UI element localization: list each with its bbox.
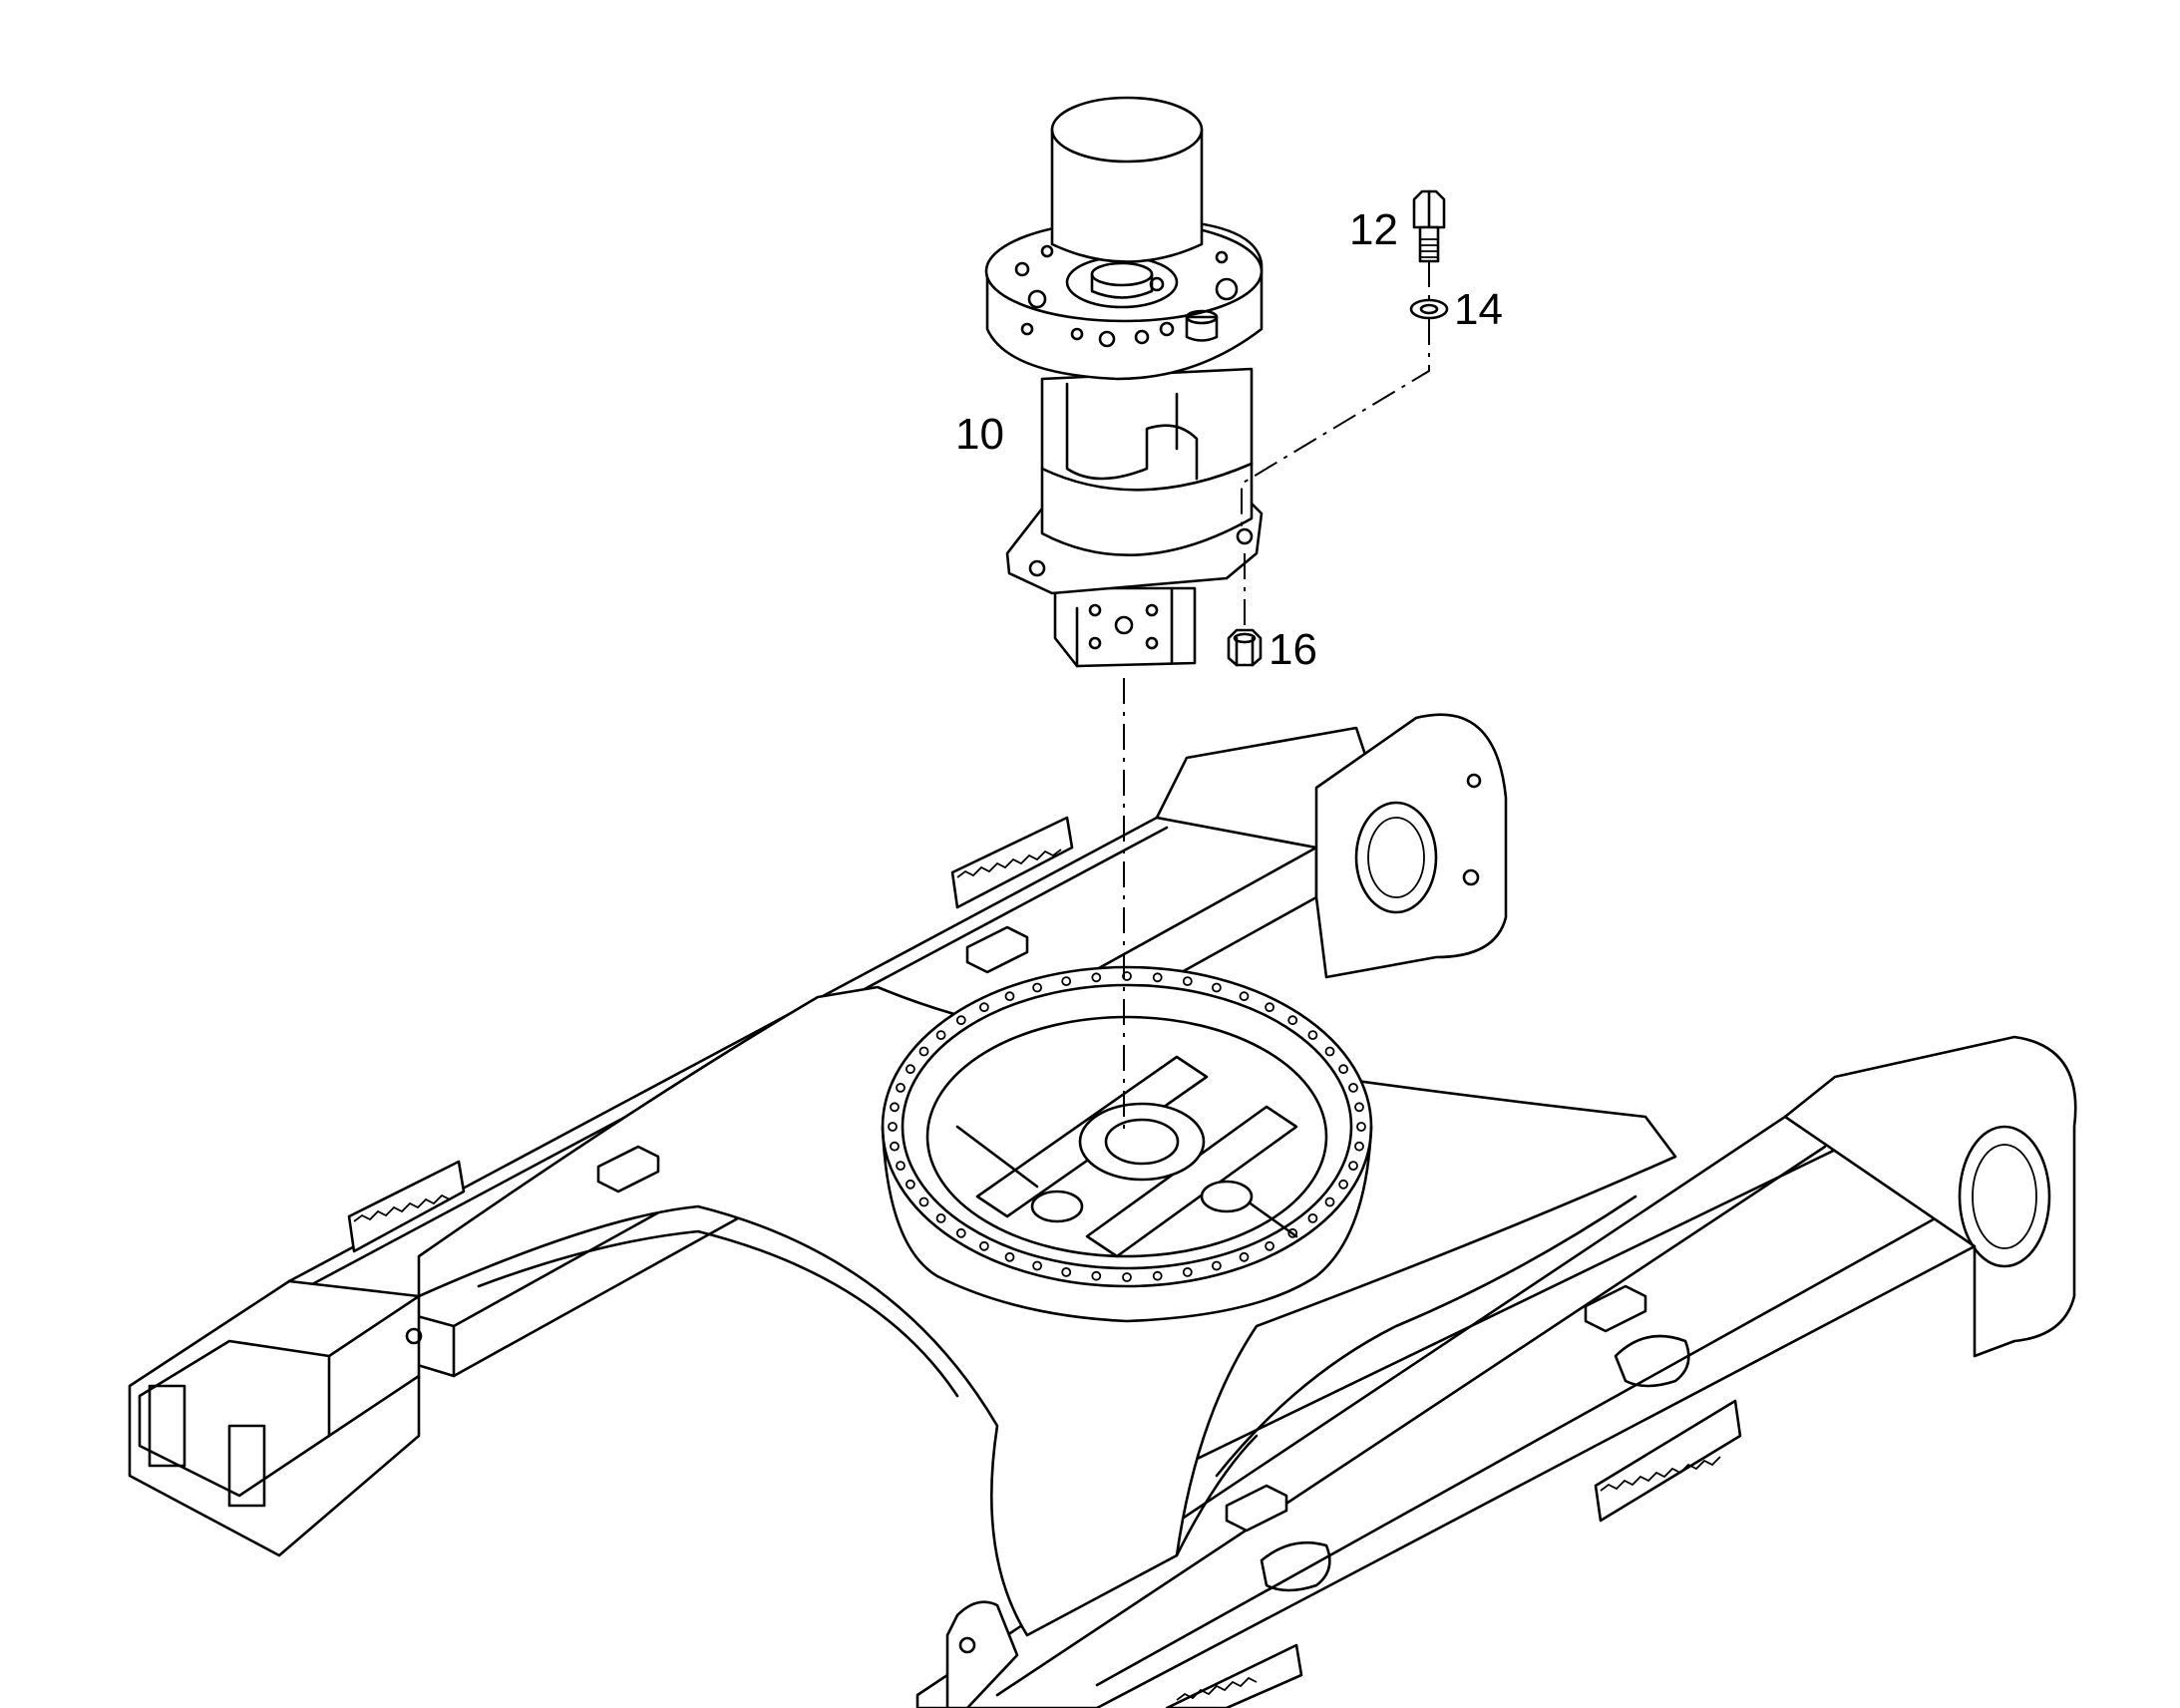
bolt-hole — [1182, 1267, 1193, 1277]
bolt-hole — [1287, 1015, 1298, 1026]
bolt-hole — [1152, 972, 1163, 983]
bolt-hole — [955, 1015, 966, 1026]
callout-part-16: 16 — [1269, 625, 1317, 674]
bolt-hole — [1004, 1251, 1015, 1262]
bolt-hole — [1091, 972, 1102, 983]
bolt-hole — [1061, 976, 1072, 986]
callout-part-12: 12 — [1349, 205, 1398, 254]
bolt-hole — [1356, 1122, 1366, 1132]
callout-part-10: 10 — [955, 410, 1004, 459]
bolt-hole — [1152, 1270, 1163, 1281]
bolt-hole — [1354, 1141, 1364, 1152]
track-guard — [950, 816, 1074, 909]
bolt-hole — [1324, 1046, 1335, 1057]
bolt-hole — [1239, 1251, 1250, 1262]
bolt-hole — [1354, 1102, 1364, 1113]
washer — [1409, 298, 1449, 320]
track-guard — [1594, 1399, 1742, 1523]
bolt-hole — [979, 1240, 989, 1251]
bolt-hole — [1212, 1260, 1222, 1271]
bolt-hole — [1182, 976, 1193, 986]
bolt-hole — [1338, 1179, 1348, 1190]
center-lines — [1123, 261, 1430, 1137]
bolt-hole — [1348, 1161, 1358, 1171]
bolt-hole — [918, 1046, 929, 1057]
bolt-hole — [1004, 991, 1015, 1002]
bolt-hole — [1338, 1064, 1348, 1075]
bolt-hole — [1032, 1260, 1042, 1271]
swing-bearing-ring — [881, 965, 1373, 1323]
bolt-hole — [890, 1102, 900, 1113]
track-guard — [347, 1160, 466, 1253]
bolt-hole — [1287, 1227, 1298, 1238]
bolt-hole — [1212, 982, 1222, 993]
undercarriage-frame — [128, 713, 2077, 1708]
bolt-hole — [935, 1030, 946, 1040]
mounting-pad — [596, 925, 1690, 1592]
bolt-hole — [979, 1002, 989, 1013]
bolt-hole — [935, 1213, 946, 1223]
bolt-hole — [918, 1196, 929, 1207]
track-guard — [1165, 1643, 1303, 1708]
bolt-hole — [896, 1161, 906, 1171]
bolt-hole — [906, 1064, 915, 1075]
bolt-hole — [1307, 1213, 1318, 1223]
bolt-hole-ring — [888, 971, 1366, 1282]
bolt-hole — [888, 1122, 898, 1132]
bolt-hole — [890, 1141, 900, 1152]
bolt-hole — [906, 1179, 915, 1190]
bolt-hole — [1122, 1272, 1132, 1282]
bolt-hole — [1091, 1270, 1102, 1281]
bolt — [1412, 189, 1446, 263]
bolt-hole — [955, 1227, 966, 1238]
nut — [1227, 628, 1263, 667]
bolt-hole — [1324, 1196, 1335, 1207]
bolt-hole — [1239, 991, 1250, 1002]
rotary-joint-assembly — [984, 96, 1264, 668]
callout-part-14: 14 — [1454, 285, 1503, 334]
bolt-hole — [1265, 1002, 1274, 1013]
bolt-hole — [1307, 1030, 1318, 1040]
bolt-hole — [1032, 982, 1042, 993]
bolt-hole — [1348, 1083, 1358, 1093]
bolt-hole — [1061, 1267, 1072, 1277]
bolt-hole — [1265, 1240, 1274, 1251]
bolt-hole — [896, 1083, 906, 1093]
